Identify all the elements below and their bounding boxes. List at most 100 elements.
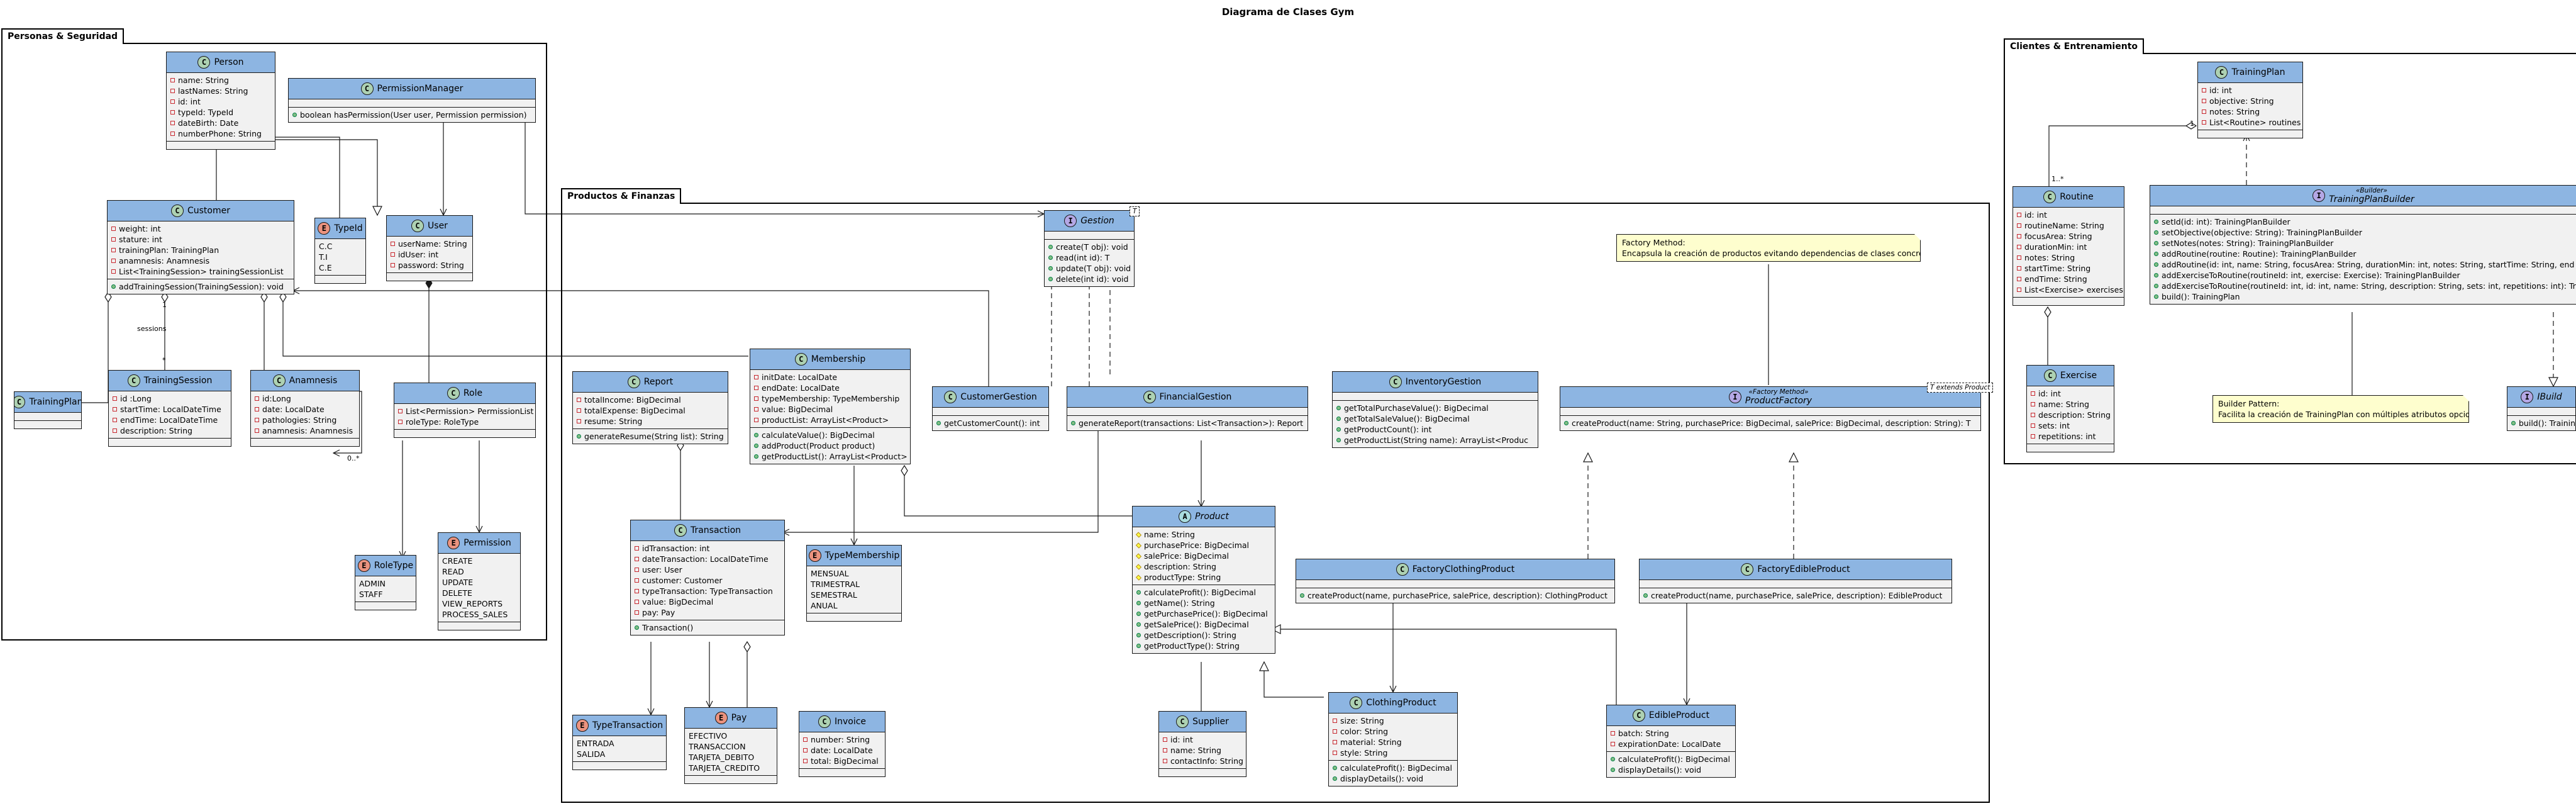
class-name: Transaction	[690, 525, 741, 535]
public-marker-icon	[1333, 776, 1337, 781]
private-marker-icon	[1163, 748, 1167, 753]
class-field: totalIncome: BigDecimal	[577, 395, 724, 405]
class-method-text: calculateValue(): BigDecimal	[762, 430, 875, 440]
public-marker-icon	[111, 284, 116, 289]
private-marker-icon	[113, 418, 117, 422]
class-fields	[1296, 580, 1614, 588]
class-methods	[14, 421, 81, 428]
private-marker-icon	[2202, 99, 2206, 103]
class-field: contactInfo: String	[1163, 756, 1243, 766]
protected-marker-icon	[1135, 531, 1142, 538]
class-methods	[438, 622, 520, 630]
edge-tplan-routine	[2048, 126, 2196, 186]
class-field-text: endDate: LocalDate	[762, 383, 840, 393]
private-marker-icon	[1163, 737, 1167, 742]
class-method: calculateProfit(): BigDecimal	[1136, 587, 1271, 598]
class-name: Gestion	[1080, 216, 1114, 226]
private-marker-icon	[113, 407, 117, 411]
note-builder-pattern: Builder Pattern: Facilita la creación de…	[2212, 395, 2469, 423]
class-method: generateReport(transactions: List<Transa…	[1071, 418, 1304, 428]
class-field: description: String	[1135, 561, 1271, 572]
class-method: read(int id): T	[1048, 252, 1130, 263]
class-methods: generateReport(transactions: List<Transa…	[1067, 416, 1307, 430]
class-fields	[289, 99, 535, 108]
class-methods	[807, 613, 901, 621]
class-field-text: name: String	[2038, 400, 2089, 409]
class-method: build(): TrainingPlan	[2154, 291, 2573, 302]
label-multiplicity-many: *	[162, 356, 166, 364]
public-marker-icon	[1300, 593, 1304, 598]
class-field: value: BigDecimal	[635, 596, 780, 607]
class-field-text: startTime: String	[2024, 264, 2091, 273]
class-method: calculateProfit(): BigDecimal	[1333, 763, 1453, 773]
class-field: durationMin: int	[2017, 242, 2120, 252]
package-personas-seguridad: Personas & Seguridad	[1, 28, 547, 641]
class-field-text: notes: String	[2024, 253, 2075, 262]
class-method: delete(int id): void	[1048, 274, 1130, 284]
class-field-text: endTime: String	[2024, 274, 2087, 284]
class-field-text: pathologies: String	[262, 415, 337, 425]
class-method-text: read(int id): T	[1056, 253, 1110, 262]
class-kind-icon: C	[1389, 376, 1402, 388]
class-field-text: dateBirth: Date	[178, 118, 239, 128]
label-multiplicity-one-b: 1	[2190, 120, 2194, 128]
public-marker-icon	[2154, 284, 2158, 288]
class-name: Product	[1195, 512, 1229, 522]
edge-customer-membership	[283, 292, 748, 357]
class-kind-icon: E	[808, 549, 821, 562]
class-field: id: int	[1163, 734, 1242, 745]
class-kind-icon: C	[1632, 709, 1645, 722]
class-methods	[394, 430, 535, 437]
class-title-group: TypeMembership	[825, 551, 900, 561]
private-marker-icon	[2202, 120, 2206, 125]
class-kind-icon: C	[14, 396, 26, 408]
class-field-text: typeMembership: TypeMembership	[762, 394, 900, 403]
type-param-productfactory: T extends Product	[1927, 383, 1994, 393]
class-name: User	[428, 221, 448, 231]
